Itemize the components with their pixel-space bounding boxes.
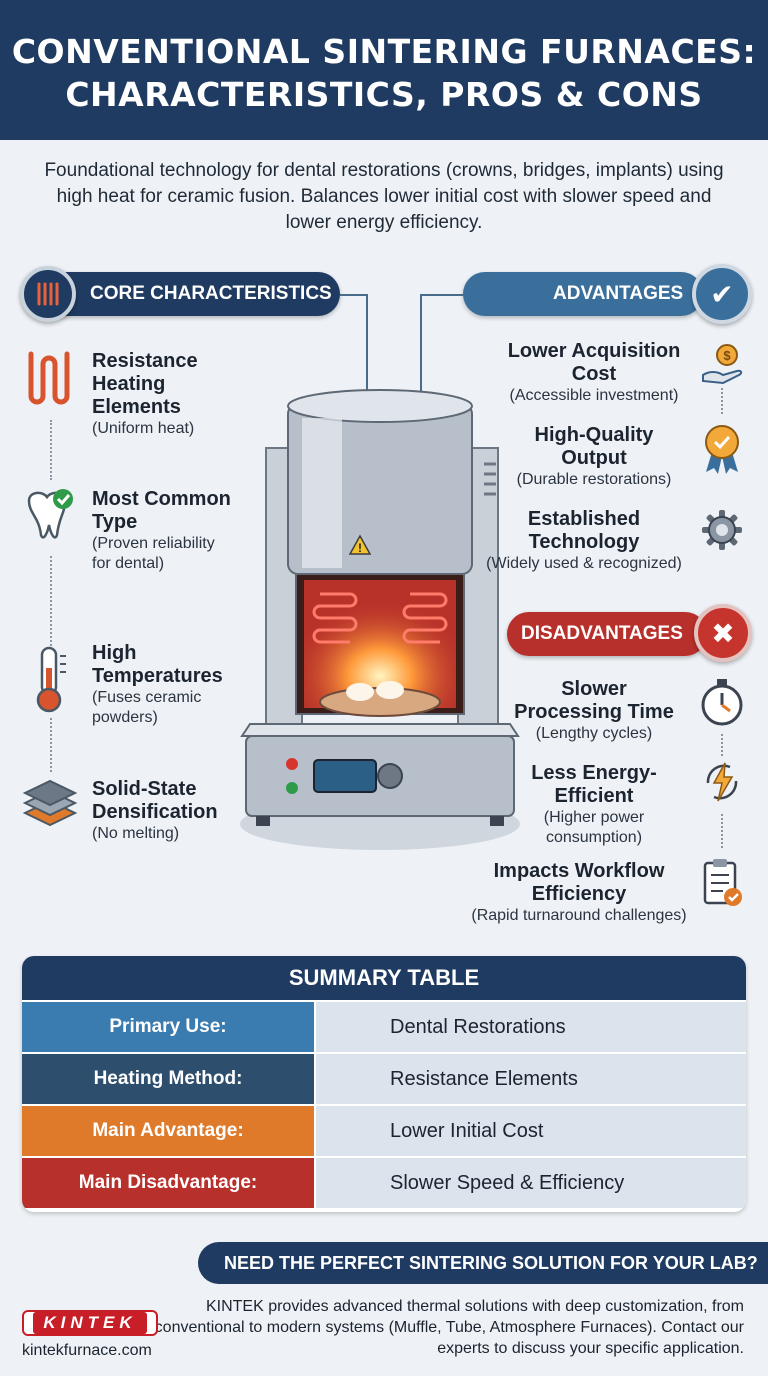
divider-dots	[721, 734, 723, 756]
cta-banner: NEED THE PERFECT SINTERING SOLUTION FOR …	[198, 1242, 768, 1284]
table-row: Main Disadvantage: Slower Speed & Effici…	[22, 1158, 746, 1208]
core-item-title: High Temperatures	[92, 642, 223, 687]
core-item: Most Common Type (Proven reliability for…	[92, 488, 242, 574]
furnace-illustration: !	[240, 389, 520, 850]
disadvantage-item: Impacts Workflow Efficiency (Rapid turna…	[464, 860, 694, 926]
table-row: Heating Method: Resistance Elements	[22, 1054, 746, 1104]
page-header: CONVENTIONAL SINTERING FURNACES: CHARACT…	[0, 0, 768, 140]
disadvantage-item-subtitle: (Rapid turnaround challenges)	[471, 907, 687, 924]
row-label: Primary Use:	[22, 1002, 314, 1052]
title-line-1: CONVENTIONAL SINTERING FURNACES:	[11, 32, 757, 71]
kintek-logo[interactable]: KINTEK	[22, 1310, 158, 1336]
core-item: High Temperatures (Fuses ceramic powders…	[92, 642, 232, 728]
cta-heading: NEED THE PERFECT SINTERING SOLUTION FOR …	[224, 1252, 758, 1273]
lightning-icon	[698, 758, 746, 806]
divider-dots	[721, 388, 723, 414]
thermometer-icon	[20, 640, 80, 720]
table-row: Main Advantage: Lower Initial Cost	[22, 1106, 746, 1156]
disadvantage-item-title: Impacts Workflow Efficiency	[493, 860, 665, 905]
svg-text:!: !	[358, 541, 362, 555]
advantage-item-subtitle: (Durable restorations)	[516, 471, 672, 488]
connector-line	[420, 294, 464, 296]
disadvantage-item: Less Energy-Efficient (Higher power cons…	[494, 762, 694, 848]
core-item-subtitle: (No melting)	[92, 825, 180, 842]
core-item-title: Solid-State Densification	[92, 778, 218, 823]
core-characteristics-label: CORE CHARACTERISTICS	[90, 283, 332, 304]
disadvantage-item-subtitle: (Higher power consumption)	[543, 809, 645, 846]
gear-icon	[698, 506, 746, 554]
website-link[interactable]: kintekfurnace.com	[22, 1342, 152, 1359]
x-mark-icon: ✖	[694, 604, 752, 662]
row-value: Lower Initial Cost	[316, 1106, 746, 1156]
advantage-item: Lower Acquisition Cost (Accessible inves…	[494, 340, 694, 406]
divider-dots	[50, 420, 52, 480]
advantage-item: High-Quality Output (Durable restoration…	[494, 424, 694, 490]
summary-table-title: SUMMARY TABLE	[22, 956, 746, 1000]
advantage-item: Established Technology (Widely used & re…	[474, 508, 694, 574]
advantage-item-subtitle: (Accessible investment)	[509, 387, 679, 404]
disadvantages-label: DISADVANTAGES	[521, 623, 683, 644]
intro-text: Foundational technology for dental resto…	[44, 160, 724, 233]
clipboard-icon	[698, 856, 746, 912]
row-label: Heating Method:	[22, 1054, 314, 1104]
logo-text: KINTEK	[33, 1312, 147, 1334]
title-line-2: CHARACTERISTICS, PROS & CONS	[65, 75, 703, 114]
svg-text:$: $	[723, 348, 731, 363]
stopwatch-icon	[698, 676, 746, 730]
disadvantage-item-title: Less Energy-Efficient	[531, 762, 657, 807]
advantages-banner: ADVANTAGES	[463, 272, 703, 316]
divider-dots	[721, 814, 723, 848]
connector-line	[340, 294, 366, 296]
row-label: Main Disadvantage:	[22, 1158, 314, 1208]
core-item-subtitle: (Uniform heat)	[92, 420, 195, 437]
advantage-item-subtitle: (Widely used & recognized)	[486, 555, 682, 572]
advantages-label: ADVANTAGES	[553, 283, 684, 304]
advantage-item-title: Established Technology	[527, 508, 641, 553]
disadvantage-item: Slower Processing Time (Lengthy cycles)	[494, 678, 694, 744]
row-value: Resistance Elements	[316, 1054, 746, 1104]
disadvantages-banner: DISADVANTAGES	[507, 612, 707, 656]
divider-dots	[50, 556, 52, 646]
hand-coin-icon: $	[698, 340, 746, 388]
core-item: Solid-State Densification (No melting)	[92, 778, 232, 844]
sliders-icon	[20, 266, 76, 322]
heating-coil-icon	[20, 350, 80, 410]
award-badge-icon	[698, 424, 746, 474]
connector-line	[420, 294, 422, 404]
summary-table: SUMMARY TABLE Primary Use: Dental Restor…	[22, 956, 746, 1212]
row-value: Slower Speed & Efficiency	[316, 1158, 746, 1208]
core-item-subtitle: (Proven reliability for dental)	[92, 535, 215, 572]
tooth-check-icon	[20, 484, 80, 544]
core-item-subtitle: (Fuses ceramic powders)	[92, 689, 202, 726]
checkmark-icon: ✔	[692, 264, 752, 324]
disadvantage-item-title: Slower Processing Time	[514, 678, 674, 723]
core-item-title: Resistance Heating Elements	[92, 350, 198, 418]
disadvantage-item-subtitle: (Lengthy cycles)	[535, 725, 653, 742]
layers-icon	[20, 776, 80, 836]
core-item: Resistance Heating Elements (Uniform hea…	[92, 350, 212, 439]
advantage-item-title: High-Quality Output	[534, 424, 654, 469]
row-label: Main Advantage:	[22, 1106, 314, 1156]
page-title: CONVENTIONAL SINTERING FURNACES: CHARACT…	[0, 30, 768, 116]
table-row: Primary Use: Dental Restorations	[22, 1002, 746, 1052]
core-item-title: Most Common Type	[92, 488, 231, 533]
divider-dots	[50, 718, 52, 772]
advantage-item-title: Lower Acquisition Cost	[507, 340, 681, 385]
cta-body: KINTEK provides advanced thermal solutio…	[154, 1298, 744, 1357]
row-value: Dental Restorations	[316, 1002, 746, 1052]
connector-line	[366, 294, 368, 404]
